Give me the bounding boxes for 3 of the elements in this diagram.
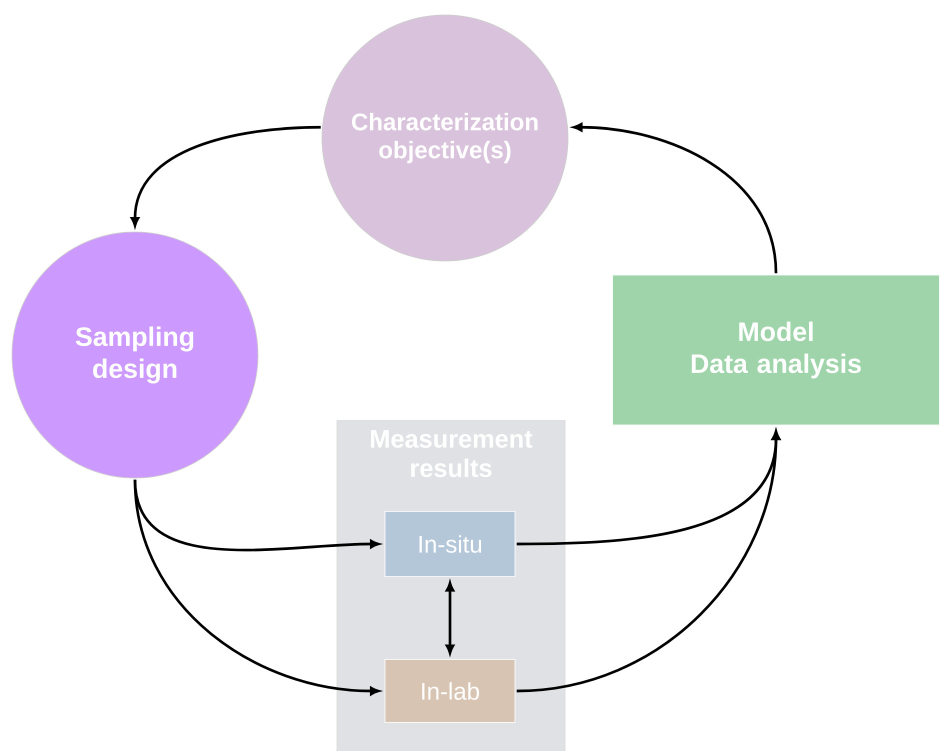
process-box: Model Data analysis bbox=[612, 274, 940, 426]
process-box: In-situ bbox=[384, 511, 516, 577]
process-box: In-lab bbox=[384, 659, 516, 723]
